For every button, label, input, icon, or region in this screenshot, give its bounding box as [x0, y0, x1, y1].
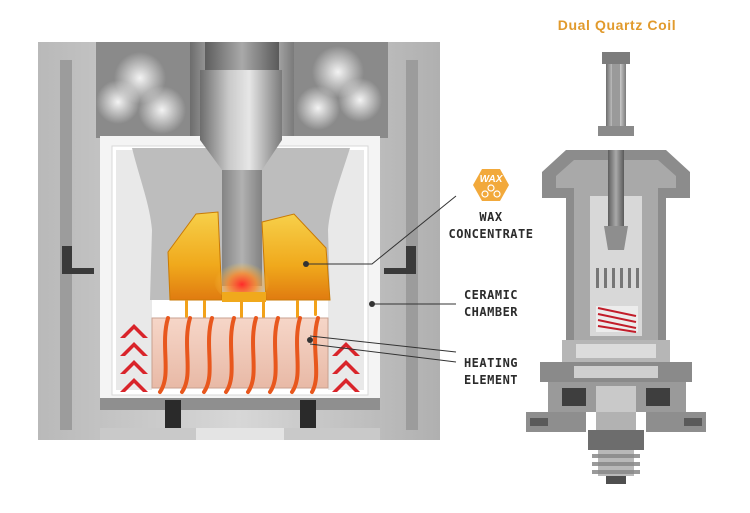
dot-ceramic	[369, 301, 375, 307]
coil-loops	[158, 316, 320, 394]
dot-heating	[307, 337, 313, 343]
callout-ceramic-line1: CERAMIC	[464, 288, 518, 302]
heat-arrows-right	[332, 342, 360, 392]
leader-heating-1	[309, 335, 457, 353]
cutaway-atomizer	[38, 42, 440, 440]
vapor-clouds	[96, 46, 382, 134]
callout-wax-line1: WAX	[479, 210, 502, 224]
callout-heating-line1: HEATING	[464, 356, 518, 370]
dot-wax	[303, 261, 309, 267]
badge-label: WAX	[480, 174, 504, 185]
callout-wax-line2: CONCENTRATE	[449, 227, 534, 241]
right-bracket	[384, 246, 416, 274]
callout-ceramic-line2: CHAMBER	[464, 305, 518, 319]
product-cross-section	[526, 52, 706, 484]
airflow-fins	[596, 268, 639, 288]
leader-heating-2	[309, 343, 457, 363]
callout-heating-line2: ELEMENT	[464, 373, 518, 387]
heating-element	[151, 316, 329, 394]
center-rod	[200, 70, 282, 170]
wax-concentrate	[167, 211, 331, 326]
quartz-coil	[596, 306, 638, 333]
leader-lines	[306, 195, 457, 363]
product-heading: Dual Quartz Coil	[558, 17, 677, 33]
heat-arrows-left	[120, 324, 148, 392]
wax-badge: WAX	[473, 169, 509, 201]
left-bracket	[62, 246, 94, 274]
leader-wax	[306, 195, 457, 265]
